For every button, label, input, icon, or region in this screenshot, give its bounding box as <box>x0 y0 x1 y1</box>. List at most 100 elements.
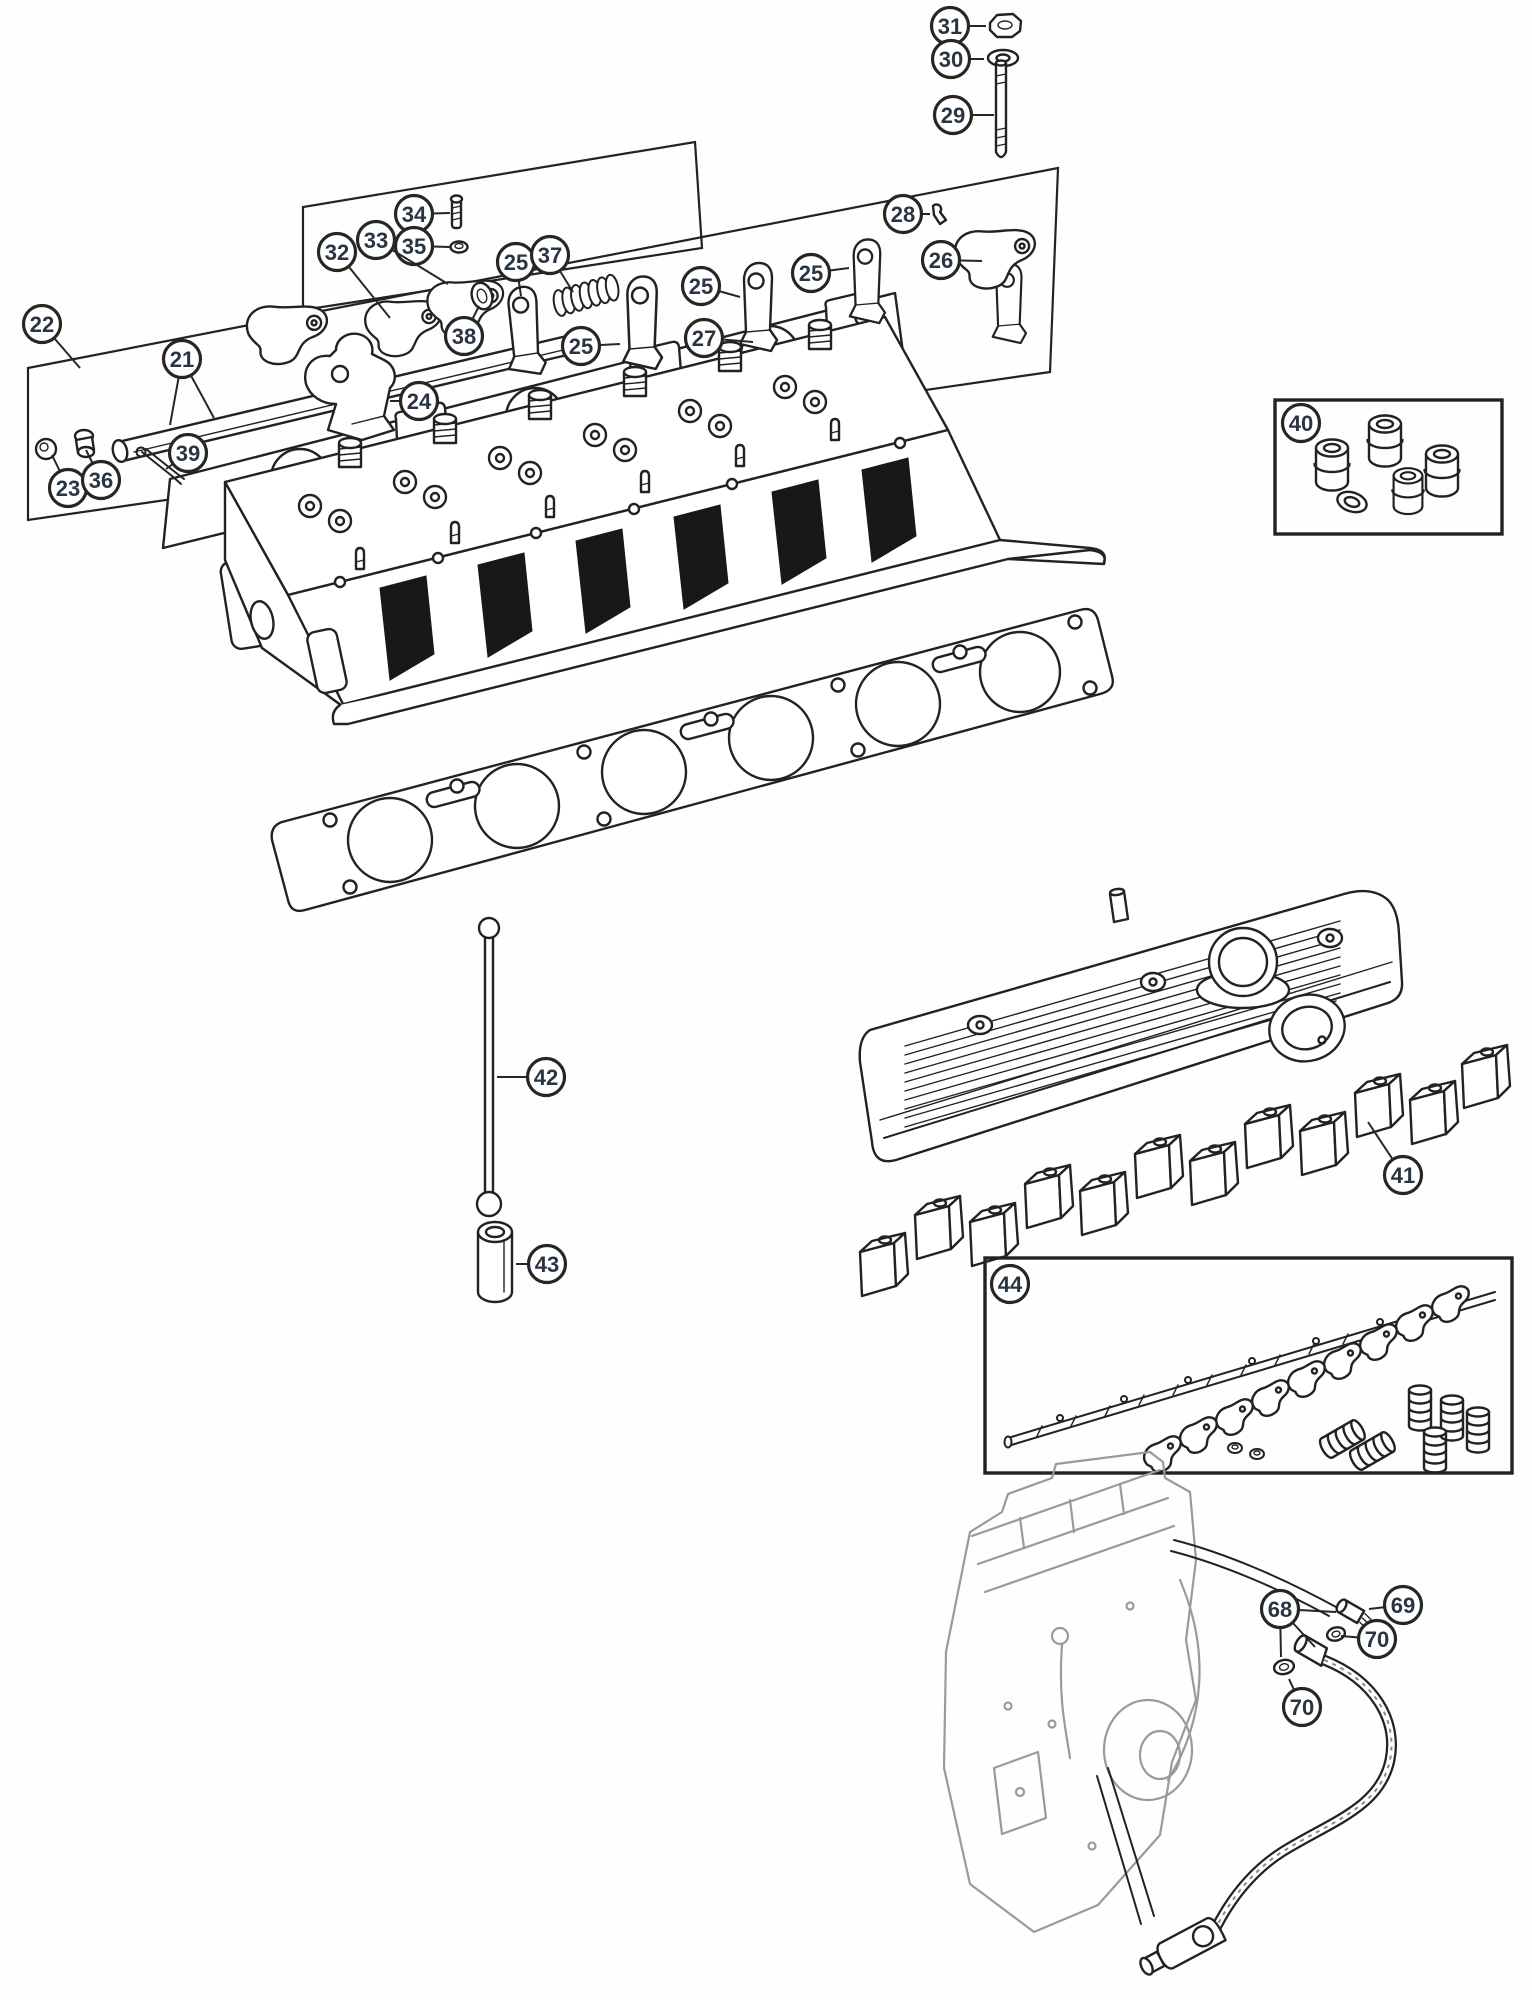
inset-box-pedestal-bushes <box>1273 398 1504 536</box>
callout-number: 42 <box>534 1065 558 1090</box>
shaft-bush-36 <box>73 428 96 459</box>
callout-number: 24 <box>407 389 432 414</box>
split-pin-39 <box>135 446 185 485</box>
washer-70-lower <box>1272 1658 1296 1676</box>
callout-number: 39 <box>176 441 200 466</box>
rocker-pedestal-24 <box>304 332 396 442</box>
callout-balloon <box>21 303 63 345</box>
callout-number: 31 <box>938 14 962 39</box>
callout-number: 36 <box>89 468 113 493</box>
oil-pipe-assembly <box>1096 1539 1397 1976</box>
callout-29: 29 <box>932 94 994 136</box>
rocker-arm-26 <box>952 225 1040 293</box>
callout-balloon <box>167 432 209 474</box>
callout-38: 38 <box>443 305 485 357</box>
callout-43: 43 <box>516 1243 568 1285</box>
inset-box-rocker-shaft-assembly <box>983 1256 1514 1478</box>
callout-number: 30 <box>939 47 963 72</box>
callout-28: 28 <box>882 193 930 235</box>
callout-balloon <box>1259 1588 1301 1630</box>
callout-balloon <box>920 239 962 281</box>
elbow-fitting-69 <box>1335 1598 1372 1629</box>
adjuster-nut-35 <box>449 240 469 254</box>
shaft-pedestal-25 <box>621 275 664 371</box>
callout-balloon <box>989 1263 1031 1305</box>
callout-68: 68 <box>1259 1588 1337 1658</box>
callout-balloon <box>1280 402 1322 444</box>
engine-block <box>942 1450 1201 1934</box>
callout-number: 26 <box>929 248 953 273</box>
callout-24: 24 <box>390 380 440 422</box>
callout-69: 69 <box>1368 1584 1424 1626</box>
callout-number: 41 <box>1391 1163 1415 1188</box>
tappet-adjusting-screw-34 <box>449 194 464 230</box>
callout-70: 70 <box>1340 1618 1398 1660</box>
callout-number: 37 <box>538 243 562 268</box>
callout-number: 70 <box>1365 1627 1389 1652</box>
callout-balloon <box>316 231 358 273</box>
callout-number: 29 <box>941 103 965 128</box>
callout-number: 22 <box>30 312 54 337</box>
callout-number: 25 <box>689 274 713 299</box>
callout-balloon <box>1281 1686 1323 1728</box>
callout-balloon <box>932 94 974 136</box>
callout-35: 35 <box>393 225 451 267</box>
callout-balloon <box>560 325 602 367</box>
callout-balloon <box>930 38 972 80</box>
callout-number: 25 <box>569 334 593 359</box>
callout-26: 26 <box>920 239 983 281</box>
callout-balloon <box>526 1243 568 1285</box>
callout-27: 27 <box>683 317 754 359</box>
callout-30: 30 <box>930 38 984 80</box>
callout-70: 70 <box>1281 1678 1323 1728</box>
callout-number: 40 <box>1289 411 1313 436</box>
bolt-29 <box>994 59 1008 159</box>
shaft-pedestal-25 <box>848 238 887 325</box>
callout-balloon <box>355 219 397 261</box>
callout-balloon <box>680 265 722 307</box>
head-gasket <box>270 607 1114 913</box>
callout-32: 32 <box>316 231 391 319</box>
cylinder-head <box>223 315 1106 726</box>
callout-balloon <box>161 338 203 380</box>
rocker-shaft-box <box>26 166 1060 522</box>
callout-number: 69 <box>1391 1593 1415 1618</box>
callout-number: 32 <box>325 240 349 265</box>
callout-balloon <box>393 225 435 267</box>
callout-balloon <box>790 252 832 294</box>
callout-31: 31 <box>929 5 986 47</box>
assembly-springs <box>1316 1384 1491 1474</box>
pushrod-42 <box>475 916 503 1218</box>
callout-22: 22 <box>21 303 81 369</box>
rocker-detail-box <box>301 140 704 312</box>
callout-balloon <box>1382 1584 1424 1626</box>
callout-number: 35 <box>402 234 426 259</box>
rocker-shaft-assembly-parts <box>34 194 1040 485</box>
banjo-fitting <box>1139 1916 1227 1976</box>
callout-number: 68 <box>1268 1597 1292 1622</box>
cover-bolt-bosses <box>966 927 1344 1036</box>
callout-36: 36 <box>80 449 122 501</box>
callout-balloon <box>1382 1154 1424 1196</box>
seal-ring-38 <box>470 281 494 311</box>
callout-number: 44 <box>998 1272 1023 1297</box>
callout-number: 25 <box>799 261 823 286</box>
shaft-spring-37 <box>552 273 620 317</box>
valve-cover <box>858 887 1404 1163</box>
callout-number: 70 <box>1290 1695 1314 1720</box>
callout-number: 38 <box>452 324 476 349</box>
callout-44: 44 <box>989 1263 1031 1305</box>
callout-balloon <box>525 1056 567 1098</box>
callout-balloon <box>882 193 924 235</box>
washer-70-upper <box>1325 1626 1347 1642</box>
callout-41: 41 <box>1367 1121 1424 1196</box>
callout-number: 34 <box>402 202 427 227</box>
tappet-43 <box>476 1220 514 1304</box>
callout-34: 34 <box>393 193 451 235</box>
callout-number: 27 <box>692 326 716 351</box>
callout-number: 33 <box>364 228 388 253</box>
callout-37: 37 <box>529 234 574 293</box>
